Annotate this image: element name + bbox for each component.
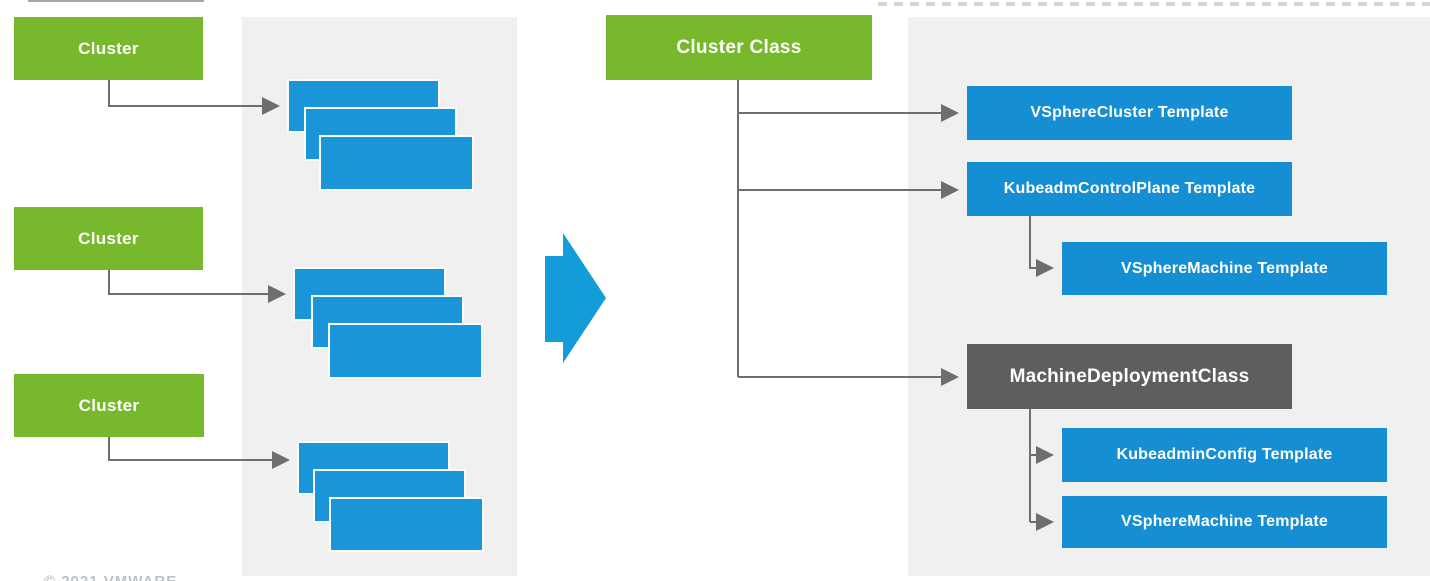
vspheremachine-template-box-2: VSphereMachine Template [1062, 496, 1387, 548]
cluster-box-1: Cluster [14, 17, 203, 80]
kubeadmcontrolplane-template-box: KubeadmControlPlane Template [967, 162, 1292, 216]
vspherecluster-template-box: VSphereCluster Template [967, 86, 1292, 140]
kubeadminconfig-template-box: KubeadminConfig Template [1062, 428, 1387, 482]
cluster-class-box: Cluster Class [606, 15, 872, 80]
cluster1-resource-card [319, 135, 474, 191]
footer-copyright: © 2021 VMWARE [44, 573, 177, 581]
transform-arrow-icon [545, 233, 606, 363]
vspheremachine-template-box-1: VSphereMachine Template [1062, 242, 1387, 295]
cluster-box-3: Cluster [14, 374, 204, 437]
cluster2-resource-card [328, 323, 483, 379]
machinedeploymentclass-box: MachineDeploymentClass [967, 344, 1292, 409]
top-edge-artifact [28, 0, 204, 2]
cluster-box-2: Cluster [14, 207, 203, 270]
cluster3-resource-card [329, 497, 484, 552]
top-tick-strip [878, 2, 1430, 6]
